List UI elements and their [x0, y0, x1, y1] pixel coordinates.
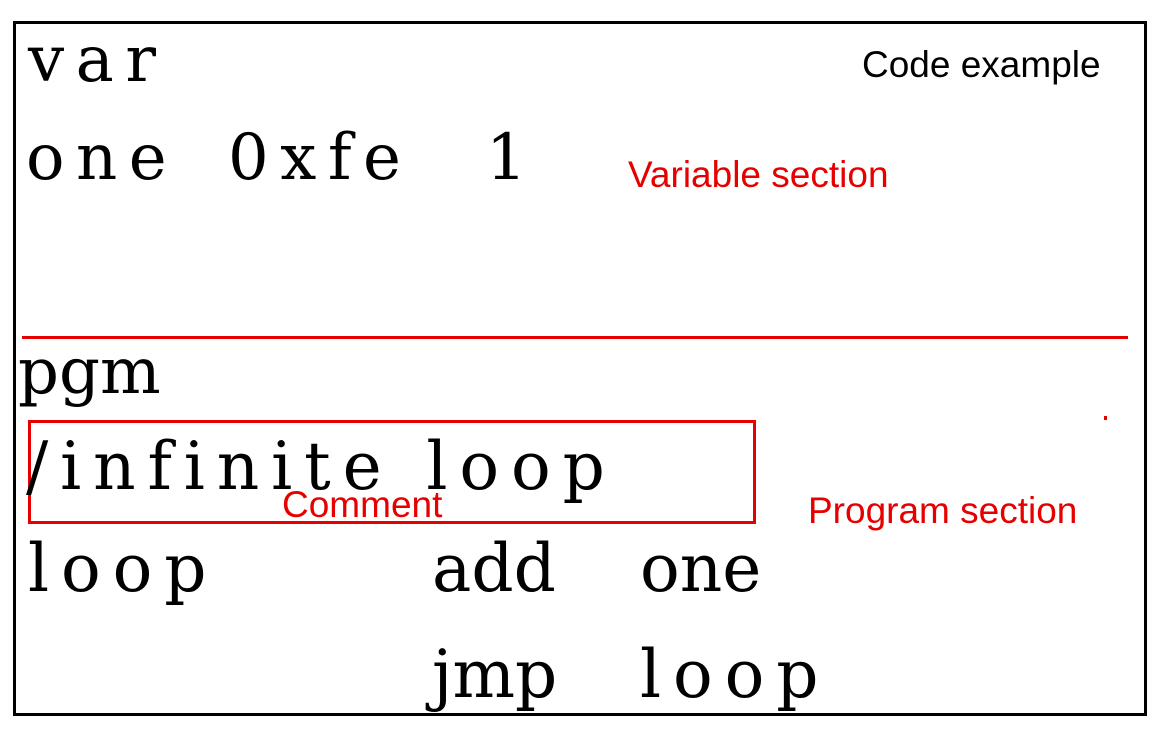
line2-operand: loop [640, 636, 831, 713]
code-example-title: Code example [862, 44, 1101, 85]
comment-highlight-box [28, 420, 756, 524]
variable-section-label: Variable section [628, 154, 889, 195]
program-section-label: Program section [808, 490, 1078, 531]
line1-label: loop [28, 530, 219, 607]
var-size: 1 [486, 121, 527, 195]
comment-line: /infinite loop [26, 428, 617, 505]
pgm-keyword: pgm [18, 335, 161, 409]
stray-mark [1104, 416, 1107, 420]
var-name: one [26, 121, 179, 195]
comment-label: Comment [282, 484, 443, 525]
section-divider [22, 336, 1128, 339]
line1-operand: one [640, 530, 762, 607]
line2-instruction: jmp [432, 636, 558, 713]
var-value: 0xfe [228, 121, 413, 195]
var-keyword: var [28, 23, 168, 97]
diagram-frame [13, 21, 1147, 716]
line1-instruction: add [432, 530, 556, 607]
